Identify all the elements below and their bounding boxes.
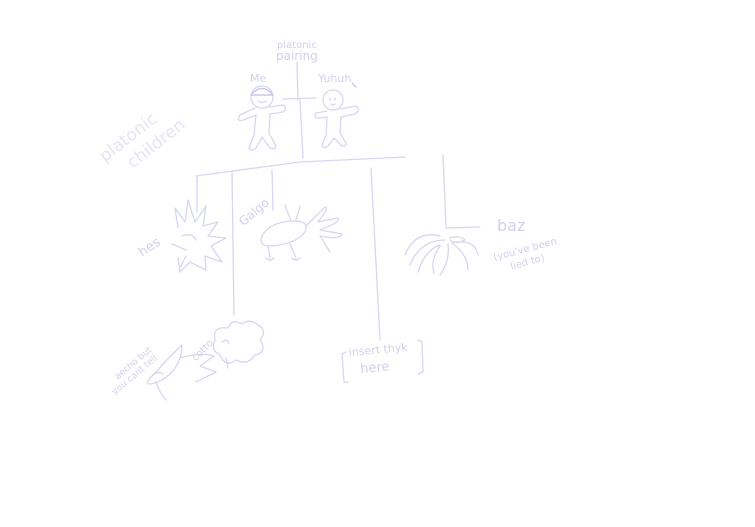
child-branch-lines xyxy=(196,154,481,341)
pairing-vertical-line xyxy=(296,61,304,159)
me-figure xyxy=(237,85,287,151)
pairing-label: platonic pairing xyxy=(276,40,318,63)
children-bar xyxy=(195,156,406,177)
me-label: Me xyxy=(250,72,267,85)
galgo-creature xyxy=(260,204,343,261)
yuhuh-figure xyxy=(314,82,359,149)
aecho-creature xyxy=(146,344,183,401)
baz-creature xyxy=(404,234,479,276)
partner-label: Yuhuh xyxy=(318,72,352,85)
pairing-horizontal-line xyxy=(282,97,317,100)
hes-creature xyxy=(171,199,227,273)
placeholder-label: insert thyk here xyxy=(348,339,410,380)
pairing-label-line2: pairing xyxy=(276,49,318,63)
placeholder-bracket xyxy=(341,339,424,383)
cotto-creature xyxy=(179,320,265,383)
pairing-label-line1: platonic xyxy=(276,40,317,51)
child-baz-label: baz xyxy=(497,216,526,235)
